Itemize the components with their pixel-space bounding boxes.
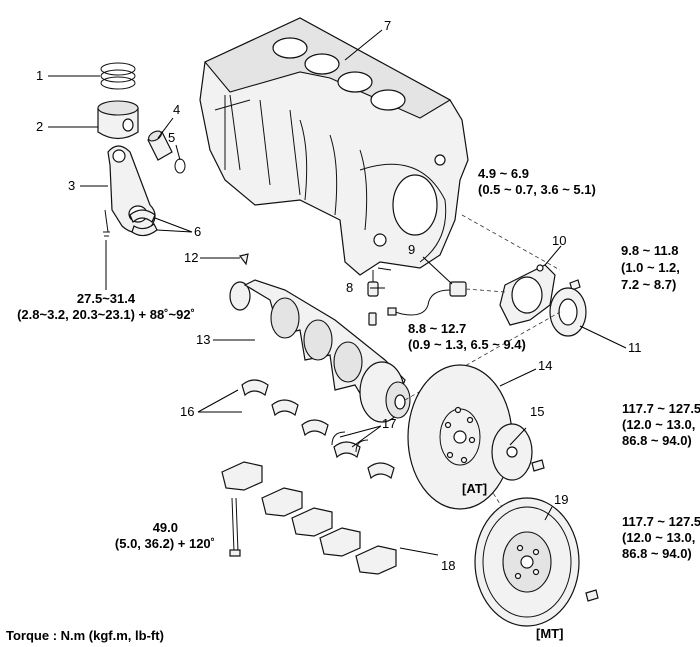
callout-2: 2	[36, 119, 43, 134]
svg-text:(1.0 ~ 1.2,: (1.0 ~ 1.2,	[621, 260, 680, 275]
svg-text:(5.0, 36.2) + 120˚: (5.0, 36.2) + 120˚	[115, 536, 215, 551]
connecting-rod-drawing	[103, 145, 156, 237]
callout-12: 12	[184, 250, 198, 265]
callout-11: 11	[628, 340, 642, 355]
label-at: [AT]	[462, 481, 487, 496]
seal-bolt-drawing	[569, 279, 581, 291]
main-cap-bolt-drawing	[229, 497, 241, 557]
flywheel-bolt-drawing	[585, 589, 599, 602]
knock-sensor-drawing	[367, 270, 379, 326]
flex-bolt-drawing	[531, 459, 545, 472]
torque-spec-rod: 27.5~31.4 (2.8~3.2, 20.3~23.1) + 88˚~92˚	[17, 291, 195, 322]
callout-17: 17	[382, 416, 396, 431]
callout-9: 9	[408, 242, 415, 257]
rod-bearings-drawing	[129, 209, 158, 237]
main-bearing-caps-drawing	[221, 461, 397, 575]
svg-text:117.7 ~ 127.5: 117.7 ~ 127.5	[622, 401, 700, 416]
svg-text:(0.9 ~ 1.3, 6.5 ~ 9.4): (0.9 ~ 1.3, 6.5 ~ 9.4)	[408, 337, 526, 352]
cylinder-block-drawing	[199, 17, 469, 276]
svg-text:(12.0 ~ 13.0,: (12.0 ~ 13.0,	[622, 530, 695, 545]
torque-spec-flywheel: 117.7 ~ 127.5 (12.0 ~ 13.0, 86.8 ~ 94.0)	[622, 514, 700, 561]
svg-text:8.8 ~ 12.7: 8.8 ~ 12.7	[408, 321, 466, 336]
torque-spec-flex: 117.7 ~ 127.5 (12.0 ~ 13.0, 86.8 ~ 94.0)	[622, 401, 700, 448]
seal-case-drawing	[499, 264, 556, 326]
piston-rings-drawing	[100, 62, 136, 90]
crankshaft-drawing	[229, 279, 411, 423]
svg-text:(12.0 ~ 13.0,: (12.0 ~ 13.0,	[622, 417, 695, 432]
svg-text:(0.5 ~ 0.7, 3.6 ~ 5.1): (0.5 ~ 0.7, 3.6 ~ 5.1)	[478, 182, 596, 197]
adapter-plate-drawing	[491, 423, 533, 481]
crank-sensor-drawing	[387, 281, 467, 316]
torque-units-note: Torque : N.m (kgf.m, lb-ft)	[6, 628, 164, 643]
snap-ring-drawing	[174, 158, 186, 174]
callout-8: 8	[346, 280, 353, 295]
svg-text:27.5~31.4: 27.5~31.4	[77, 291, 136, 306]
alignment-line	[465, 288, 506, 293]
plug-12-drawing	[238, 253, 249, 266]
label-mt: [MT]	[536, 626, 563, 641]
svg-text:117.7 ~ 127.5: 117.7 ~ 127.5	[622, 514, 700, 529]
oil-seal-drawing	[549, 287, 587, 337]
callout-3: 3	[68, 178, 75, 193]
svg-text:4.9 ~ 6.9: 4.9 ~ 6.9	[478, 166, 529, 181]
thrust-bearings-drawing	[331, 431, 369, 453]
callout-19: 19	[554, 492, 568, 507]
alignment-line	[461, 214, 561, 271]
svg-text:86.8 ~ 94.0): 86.8 ~ 94.0)	[622, 546, 692, 561]
callout-13: 13	[196, 332, 210, 347]
svg-text:86.8 ~ 94.0): 86.8 ~ 94.0)	[622, 433, 692, 448]
callout-10: 10	[552, 233, 566, 248]
callout-16: 16	[180, 404, 194, 419]
torque-spec-seal: 9.8 ~ 11.8 (1.0 ~ 1.2, 7.2 ~ 8.7)	[621, 243, 680, 292]
piston-pin-drawing	[147, 130, 173, 161]
callout-4: 4	[173, 102, 180, 117]
svg-text:49.0: 49.0	[153, 520, 178, 535]
svg-text:9.8 ~ 11.8: 9.8 ~ 11.8	[621, 243, 678, 258]
piston-drawing	[97, 100, 139, 140]
callout-1: 1	[36, 68, 43, 83]
torque-spec-sensor: 4.9 ~ 6.9 (0.5 ~ 0.7, 3.6 ~ 5.1)	[478, 166, 596, 197]
torque-spec-main-cap: 49.0 (5.0, 36.2) + 120˚	[115, 520, 215, 551]
svg-text:7.2 ~ 8.7): 7.2 ~ 8.7)	[621, 277, 676, 292]
callout-6: 6	[194, 224, 201, 239]
svg-text:(2.8~3.2, 20.3~23.1) + 88˚~92˚: (2.8~3.2, 20.3~23.1) + 88˚~92˚	[17, 307, 195, 322]
callout-14: 14	[538, 358, 552, 373]
callout-18: 18	[441, 558, 455, 573]
flywheel-drawing	[474, 497, 580, 627]
callout-5: 5	[168, 130, 175, 145]
callout-7: 7	[384, 18, 391, 33]
callout-15: 15	[530, 404, 544, 419]
torque-spec-plug: 8.8 ~ 12.7 (0.9 ~ 1.3, 6.5 ~ 9.4)	[408, 321, 526, 352]
leader-lines	[48, 29, 627, 556]
